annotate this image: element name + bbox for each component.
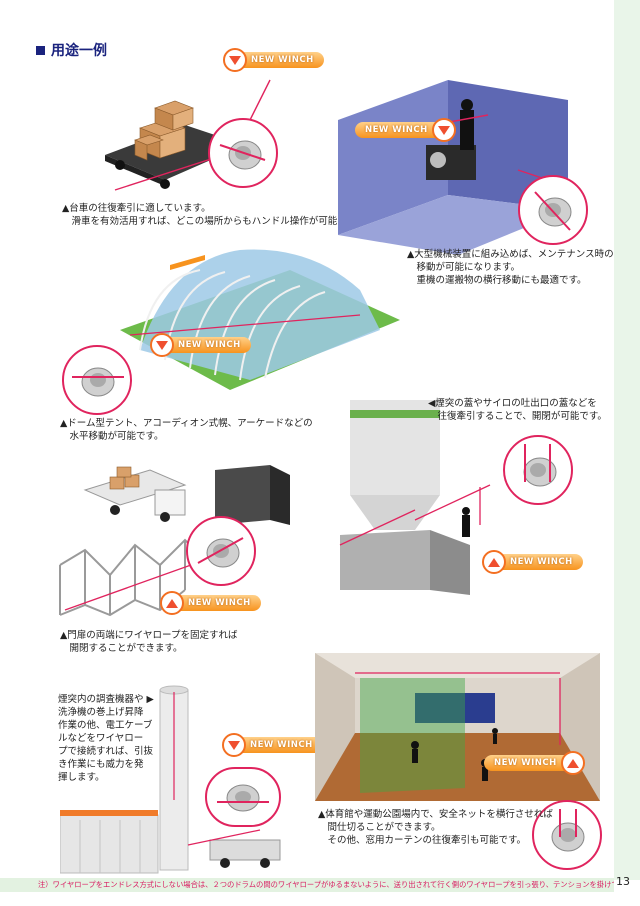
gate-truck-illustration xyxy=(59,465,290,617)
caption-line: 滑車を有効活用すれば、どこの場所からもハンドル操作が可能です。 xyxy=(62,216,365,227)
winch-closeup-gate xyxy=(186,516,256,586)
new-winch-badge-5: NEW WINCH xyxy=(160,591,261,615)
winch-drawing-gym xyxy=(551,809,585,852)
caption-line: プで接続すれば、引抜 xyxy=(58,746,154,757)
caption-line: 揮します。 xyxy=(58,772,105,783)
caption-gym: ▲体育館や運動公園場内で、安全ネットを横行させれば 間仕切ることができます。 そ… xyxy=(318,808,553,847)
caption-dome: ▲ドーム型テント、アコーディオン式幌、アーケードなどの 水平移動が可能です。 xyxy=(60,417,313,443)
new-winch-badge-3: NEW WINCH xyxy=(150,333,251,357)
new-winch-badge-4: NEW WINCH xyxy=(482,550,583,574)
caption-gate: ▲門扉の両端にワイヤロープを固定すれば 開閉することができます。 xyxy=(60,629,237,655)
section-heading: 用途一例 xyxy=(36,40,107,60)
caption-chimney-lid: ◀煙突の蓋やサイロの吐出口の蓋などを 往復牽引することで、開閉が可能です。 xyxy=(428,397,607,423)
winch-drawing-chimney xyxy=(217,784,269,812)
badge-label: NEW WINCH xyxy=(170,595,261,611)
caption-line: き作業にも威力を発 xyxy=(58,759,144,770)
caption-line: 重機の運搬物の横行移動にも最適です。 xyxy=(407,275,587,286)
page-edge-band xyxy=(614,0,640,880)
winch-closeup-chimney xyxy=(205,767,281,827)
chimney-inspection-illustration xyxy=(60,685,281,874)
badge-label: NEW WINCH xyxy=(233,52,324,68)
heading-square-icon xyxy=(36,45,45,55)
new-winch-badge-7: NEW WINCH xyxy=(484,751,585,775)
arrow-down-icon xyxy=(431,118,456,142)
arrow-down-icon xyxy=(223,48,247,72)
caption-machine: ▲大型機械装置に組み込めば、メンテナンス時の 移動が可能になります。 重機の運搬… xyxy=(407,248,614,287)
caption-line: ◀煙突の蓋やサイロの吐出口の蓋などを xyxy=(428,398,597,409)
silo-illustration xyxy=(339,400,491,595)
winch-drawing-gate xyxy=(197,537,244,568)
new-winch-badge-6: NEW WINCH xyxy=(222,733,323,757)
winch-drawing-machine xyxy=(534,191,572,231)
caption-cart: ▲台車の往復牽引に適しています。 滑車を有効活用すれば、どこの場所からもハンドル… xyxy=(62,202,365,228)
gym-illustration xyxy=(315,653,600,801)
page-number: 13 xyxy=(616,875,630,888)
caption-line: ▲台車の往復牽引に適しています。 xyxy=(62,203,211,214)
winch-closeup-cart xyxy=(208,118,278,188)
caption-line: 水平移動が可能です。 xyxy=(60,431,164,442)
caption-chimney-inspection: 煙突内の調査機器や ▶ 洗浄機の巻上げ昇降 作業の他、電工ケーブ ルなどをワイヤ… xyxy=(58,693,154,784)
caption-line: ▲大型機械装置に組み込めば、メンテナンス時の xyxy=(407,249,614,260)
footer-note: 注）ワイヤロープをエンドレス方式にしない場合は、２つのドラムの間のワイヤロープが… xyxy=(0,878,614,892)
caption-line: ▲ドーム型テント、アコーディオン式幌、アーケードなどの xyxy=(60,418,313,429)
arrow-down-icon xyxy=(222,733,246,757)
caption-line: 移動が可能になります。 xyxy=(407,262,521,273)
caption-line: ▲体育館や運動公園場内で、安全ネットを横行させれば xyxy=(318,809,553,820)
caption-line: その他、窓用カーテンの往復牽引も可能です。 xyxy=(318,835,527,846)
winch-drawing-cart xyxy=(219,140,266,170)
caption-line: 洗浄機の巻上げ昇降 xyxy=(58,707,144,718)
caption-line: ▲門扉の両端にワイヤロープを固定すれば xyxy=(60,630,238,641)
badge-label: NEW WINCH xyxy=(232,737,323,753)
arrow-up-icon xyxy=(560,751,585,775)
caption-line: ルなどをワイヤロー xyxy=(58,733,144,744)
caption-line: 往復牽引することで、開閉が可能です。 xyxy=(428,411,607,422)
caption-line: 間仕切ることができます。 xyxy=(318,822,441,833)
badge-label: NEW WINCH xyxy=(355,122,446,138)
caption-line: 開閉することができます。 xyxy=(60,643,183,654)
caption-line: 煙突内の調査機器や ▶ xyxy=(58,694,154,705)
section-title: 用途一例 xyxy=(51,43,107,59)
dome-illustration xyxy=(120,249,400,390)
arrow-up-icon xyxy=(160,591,184,615)
badge-label: NEW WINCH xyxy=(160,337,251,353)
new-winch-badge-2: NEW WINCH xyxy=(355,118,456,142)
caption-line: 作業の他、電工ケーブ xyxy=(58,720,153,731)
badge-label: NEW WINCH xyxy=(492,554,583,570)
winch-drawing-silo xyxy=(523,444,557,487)
arrow-down-icon xyxy=(150,333,174,357)
new-winch-badge-1: NEW WINCH xyxy=(223,48,324,72)
winch-drawing-dome xyxy=(72,367,124,397)
arrow-up-icon xyxy=(482,550,506,574)
badge-label: NEW WINCH xyxy=(484,755,575,771)
